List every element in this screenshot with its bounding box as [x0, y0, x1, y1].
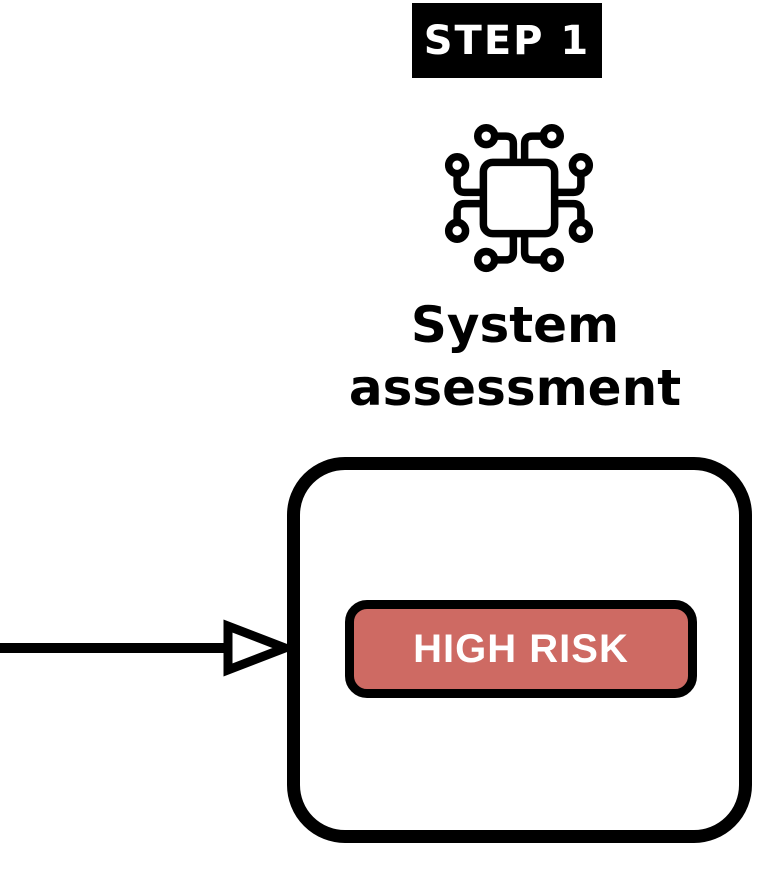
arrowhead-icon [223, 619, 298, 677]
chip-icon [444, 123, 594, 273]
step-title-line1: System [410, 296, 620, 354]
high-risk-badge: HIGH RISK [345, 600, 697, 698]
step-label: STEP 1 [423, 17, 591, 64]
flow-arrow [0, 618, 300, 680]
high-risk-label: HIGH RISK [413, 626, 629, 671]
step-label-badge: STEP 1 [412, 3, 602, 78]
step-title-line2: assessment [348, 359, 682, 417]
step-title: System assessment [315, 294, 715, 420]
